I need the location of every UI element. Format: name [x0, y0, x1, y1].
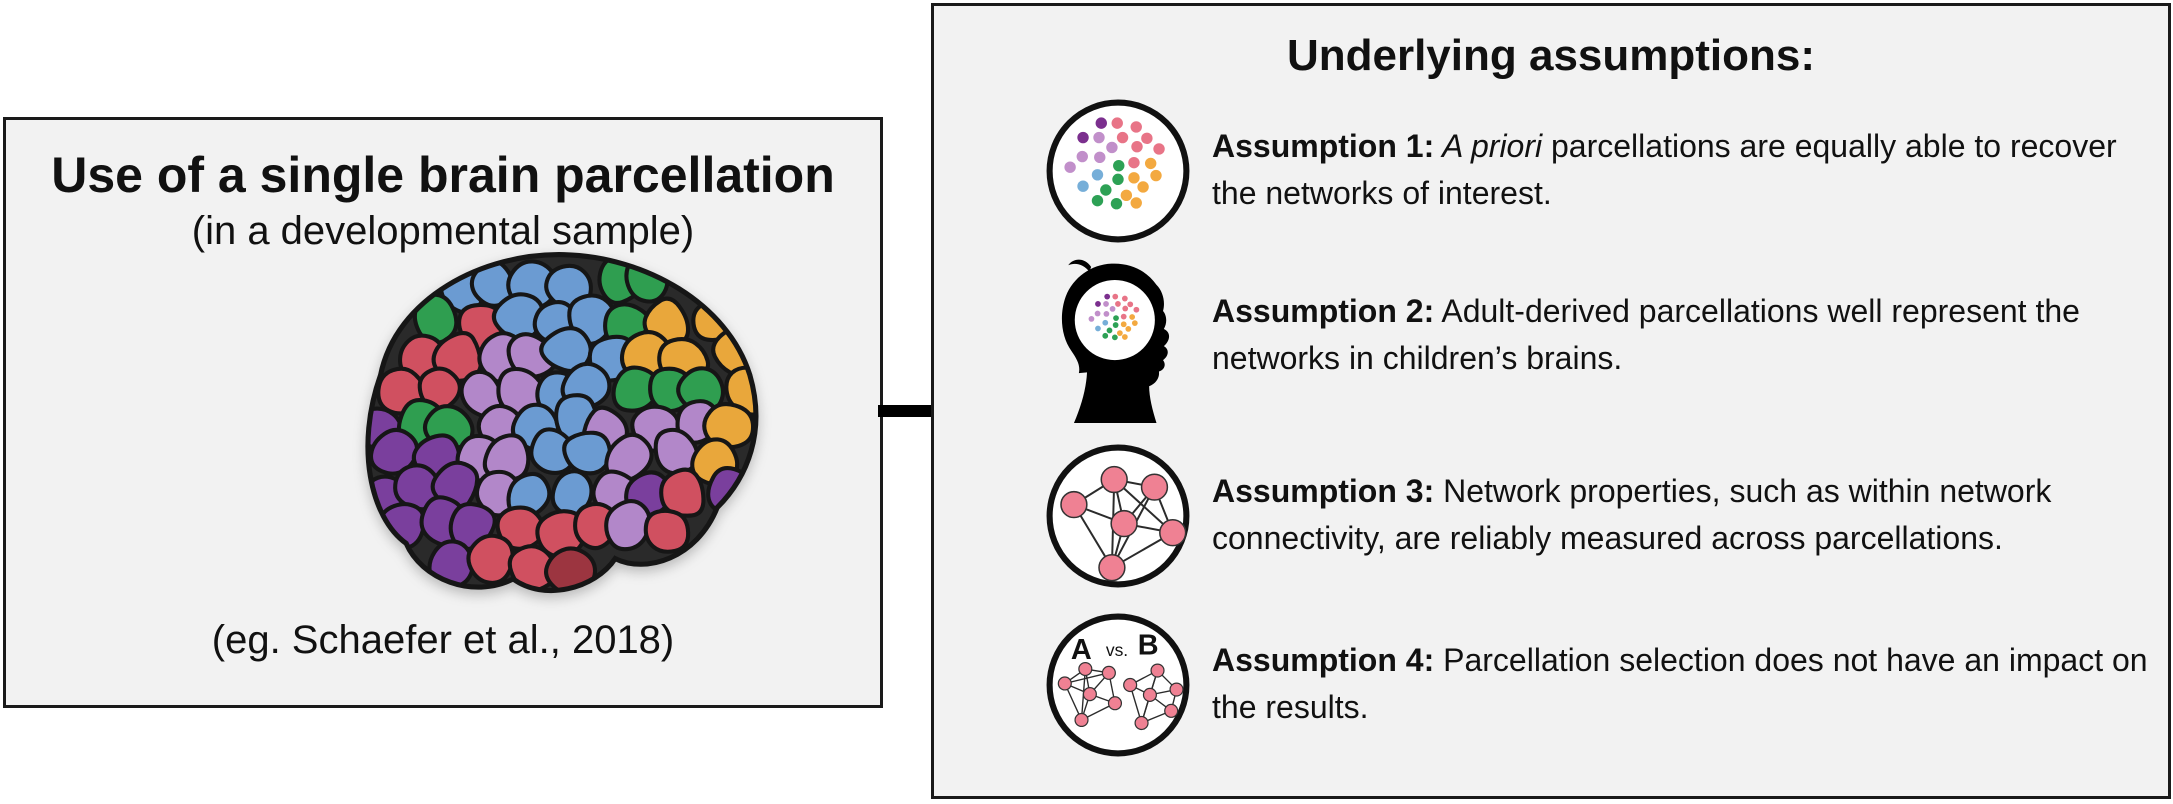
assumption-4-label: Assumption 4:	[1212, 642, 1435, 678]
right-panel: Underlying assumptions: Assumption 1: A …	[931, 3, 2171, 799]
left-panel: Use of a single brain parcellation (in a…	[3, 117, 883, 708]
left-panel-title: Use of a single brain parcellation	[51, 147, 835, 203]
assumption-3-body: Network properties, such as within netwo…	[1212, 473, 2052, 556]
comparison-label-vs: vs.	[1106, 640, 1128, 660]
parcel-dots-circle-icon	[1042, 95, 1194, 247]
right-panel-title: Underlying assumptions:	[1286, 31, 1816, 80]
child-head-parcels-icon	[1032, 253, 1196, 423]
comparison-label-b: B	[1138, 630, 1159, 662]
assumption-4-text: Assumption 4: Parcellation selection doe…	[1212, 637, 2170, 731]
left-panel-subtitle: (in a developmental sample)	[191, 209, 695, 253]
brain-svg	[365, 252, 759, 594]
assumption-1-text: Assumption 1: A priori parcellations are…	[1212, 123, 2170, 217]
assumption-1-label: Assumption 1:	[1212, 128, 1435, 164]
parcellated-brain-image	[304, 222, 804, 630]
assumption-2-text: Assumption 2: Adult-derived parcellation…	[1212, 288, 2170, 382]
assumption-3-label: Assumption 3:	[1212, 473, 1435, 509]
assumption-4-body: Parcellation selection does not have an …	[1212, 642, 2148, 725]
assumption-3-text: Assumption 3: Network properties, such a…	[1212, 468, 2170, 562]
assumption-1-body: parcellations are equally able to recove…	[1212, 128, 2117, 211]
network-graph-circle-icon	[1042, 440, 1194, 592]
assumption-2-label: Assumption 2:	[1212, 293, 1435, 329]
left-panel-citation: (eg. Schaefer et al., 2018)	[211, 618, 675, 662]
comparison-label-a: A	[1071, 634, 1092, 666]
assumption-2-body: Adult-derived parcellations well represe…	[1212, 293, 2080, 376]
assumption-1-italic: A priori	[1434, 128, 1543, 164]
network-comparison-circle-icon: A vs. B	[1042, 609, 1194, 761]
